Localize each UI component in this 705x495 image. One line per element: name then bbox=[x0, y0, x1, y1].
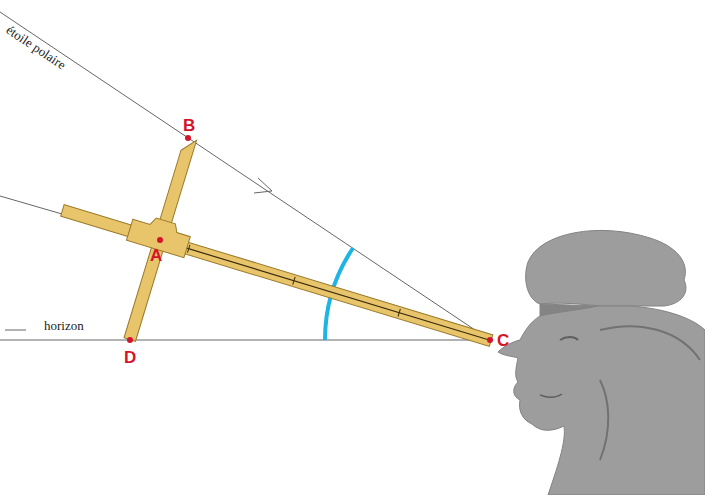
horizon-label: horizon bbox=[44, 318, 84, 334]
observer-figure bbox=[498, 230, 705, 495]
point-dot bbox=[157, 237, 163, 243]
point-label: A bbox=[150, 246, 162, 266]
staff-rod bbox=[61, 205, 493, 347]
point-dot bbox=[487, 337, 493, 343]
point-dot bbox=[185, 135, 191, 141]
direction-arrow bbox=[254, 178, 272, 193]
point-dot bbox=[127, 337, 133, 343]
point-label: B bbox=[183, 116, 195, 136]
tick bbox=[398, 309, 400, 317]
horizon-line bbox=[0, 340, 490, 341]
horizon-dash bbox=[5, 330, 26, 331]
staff-sight-line bbox=[0, 196, 62, 214]
point-label: C bbox=[497, 331, 509, 351]
points bbox=[127, 135, 493, 343]
sight-lines bbox=[0, 12, 490, 340]
cross-staff bbox=[32, 109, 522, 440]
tick bbox=[293, 277, 295, 285]
star-label: étoile polaire bbox=[3, 22, 69, 73]
transom bbox=[124, 137, 197, 341]
rod-scale bbox=[141, 234, 489, 340]
star-line bbox=[0, 12, 490, 340]
point-label: D bbox=[124, 348, 136, 368]
